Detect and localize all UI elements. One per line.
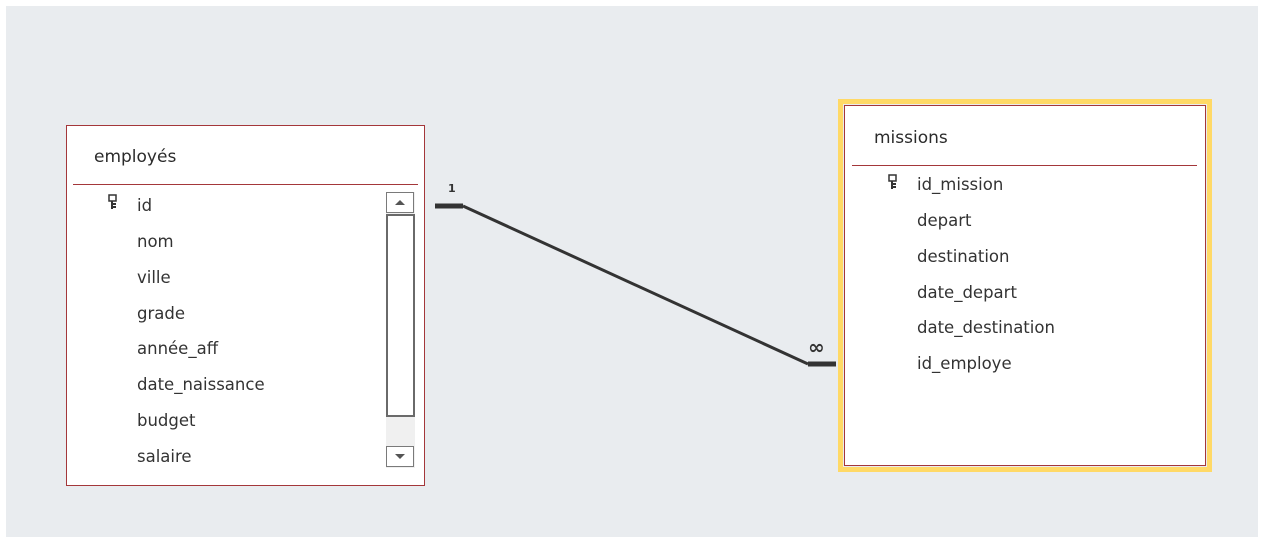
scroll-down-arrow-icon (395, 454, 405, 459)
relationship-one-label: 1 (448, 182, 456, 195)
field-date-naissance[interactable]: date_naissance (137, 375, 265, 394)
title-separator (73, 184, 418, 185)
field-nom[interactable]: nom (137, 232, 174, 251)
scroll-down-button[interactable] (386, 446, 414, 467)
relationship-connector (462, 204, 809, 366)
field-depart[interactable]: depart (917, 211, 972, 230)
table-missions[interactable]: missions id_mission depart destination d… (844, 105, 1206, 466)
table-title[interactable]: missions (874, 128, 948, 148)
field-salaire[interactable]: salaire (137, 447, 192, 466)
field-annee-aff[interactable]: année_aff (137, 339, 219, 358)
field-id-employe[interactable]: id_employe (917, 354, 1012, 373)
scroll-thumb[interactable] (386, 214, 415, 417)
field-grade[interactable]: grade (137, 304, 185, 323)
field-destination[interactable]: destination (917, 247, 1010, 266)
key-icon (108, 194, 117, 209)
vertical-scrollbar[interactable] (386, 192, 415, 468)
title-separator (852, 165, 1197, 166)
table-title[interactable]: employés (94, 147, 177, 167)
scroll-up-arrow-icon (395, 200, 405, 205)
scroll-up-button[interactable] (386, 192, 414, 213)
field-budget[interactable]: budget (137, 411, 196, 430)
field-id[interactable]: id (137, 196, 153, 215)
field-date-destination[interactable]: date_destination (917, 318, 1055, 337)
field-date-depart[interactable]: date_depart (917, 283, 1017, 302)
relationship-many-symbol: ∞ (808, 335, 825, 359)
field-ville[interactable]: ville (137, 268, 171, 287)
field-id-mission[interactable]: id_mission (917, 175, 1004, 194)
table-employes[interactable]: employés id nom ville grade année_aff da… (66, 125, 425, 486)
key-icon (888, 174, 897, 189)
selection-highlight (838, 99, 1212, 472)
